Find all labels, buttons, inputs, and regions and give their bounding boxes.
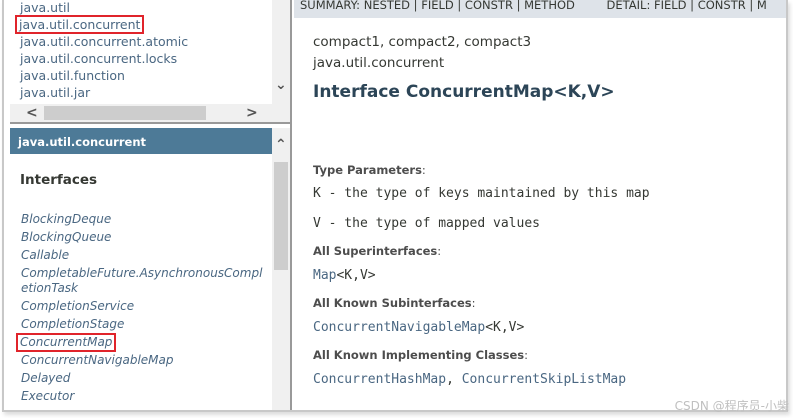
concurrent-navigable-map-link[interactable]: ConcurrentNavigableMap [313,320,486,335]
colon: : [437,244,442,258]
class-link[interactable]: CompletionService [21,299,135,313]
class-link[interactable]: CompletionStage [21,317,125,331]
class-detail-frame: SUMMARY: NESTED | FIELD | CONSTR | METHO… [294,0,786,410]
type-args: <K,V> [485,320,525,335]
class-link-selected[interactable]: ConcurrentMap [15,333,117,352]
colon: : [421,163,426,177]
colon: : [471,296,476,310]
package-link[interactable]: java.util.concurrent.locks [20,51,178,66]
subnav-bar: SUMMARY: NESTED | FIELD | CONSTR | METHO… [294,0,786,18]
page-title: Interface ConcurrentMap<K,V> [313,82,615,102]
colon: : [524,348,529,362]
concurrent-hash-map-link[interactable]: ConcurrentHashMap [313,372,447,387]
package-header: java.util.concurrent [10,128,272,154]
param-v: V - the type of mapped values [313,216,540,231]
left-frames: java.util java.util.concurrent java.util… [10,0,292,410]
package-label: java.util.concurrent [313,55,445,71]
detail-nav[interactable]: DETAIL: FIELD | CONSTR | M [606,0,767,12]
implementing-classes-value: ConcurrentHashMap, ConcurrentSkipListMap [313,372,626,387]
chevron-right-icon[interactable]: > [246,105,258,121]
implementing-classes-label-text: All Known Implementing Classes [313,348,525,362]
package-link[interactable]: java.util [20,0,70,15]
class-link[interactable]: Executor [21,389,75,403]
horizontal-scrollbar[interactable]: < > [10,104,272,122]
chevron-up-icon[interactable]: ⌃ [275,137,287,153]
type-params-label-text: Type Parameters [313,163,422,177]
scrollbar-thumb[interactable] [44,106,206,120]
class-link[interactable]: Delayed [21,371,71,385]
watermark: CSDN @程序员-小柴 [674,399,789,413]
class-link[interactable]: Callable [21,248,70,262]
class-link[interactable]: BlockingQueue [21,230,112,244]
scrollbar-thumb[interactable] [274,162,288,270]
concurrent-skip-list-map-link[interactable]: ConcurrentSkipListMap [461,372,627,387]
chevron-down-icon[interactable]: ⌄ [275,77,287,93]
scroll-corner [272,104,290,122]
subinterfaces-label-text: All Known Subinterfaces [313,296,472,310]
package-list-frame: java.util java.util.concurrent java.util… [10,0,290,124]
class-link[interactable]: BlockingDeque [21,212,112,226]
map-link[interactable]: Map [313,268,337,283]
package-link-selected[interactable]: java.util.concurrent [14,15,145,34]
superinterfaces-label: All Superinterfaces: [313,244,441,258]
chevron-left-icon[interactable]: < [26,105,38,121]
separator: , [446,372,462,387]
type-args: <K,V> [336,268,376,283]
superinterfaces-value: Map<K,V> [313,268,376,283]
summary-nav[interactable]: SUMMARY: NESTED | FIELD | CONSTR | METHO… [300,0,575,12]
package-link[interactable]: java.util.function [20,68,125,83]
subinterfaces-label: All Known Subinterfaces: [313,296,476,310]
package-link[interactable]: java.util.concurrent.atomic [20,34,189,49]
class-list-frame: java.util.concurrent Interfaces Blocking… [10,126,290,410]
javadoc-window: java.util java.util.concurrent java.util… [2,0,788,412]
vertical-scrollbar[interactable]: ⌄ [272,0,290,104]
type-params-label: Type Parameters: [313,163,426,177]
profiles: compact1, compact2, compact3 [313,34,532,50]
interfaces-heading: Interfaces [20,172,98,188]
class-link[interactable]: CompletableFuture.AsynchronousCompletion… [21,266,263,295]
subinterfaces-value: ConcurrentNavigableMap<K,V> [313,320,524,335]
vertical-scrollbar[interactable]: ⌃ [272,128,290,410]
superinterfaces-label-text: All Superinterfaces [313,244,438,258]
package-link[interactable]: java.util.jar [20,85,91,100]
class-link[interactable]: ConcurrentNavigableMap [21,353,174,367]
implementing-classes-label: All Known Implementing Classes: [313,348,528,362]
param-k: K - the type of keys maintained by this … [313,186,650,201]
